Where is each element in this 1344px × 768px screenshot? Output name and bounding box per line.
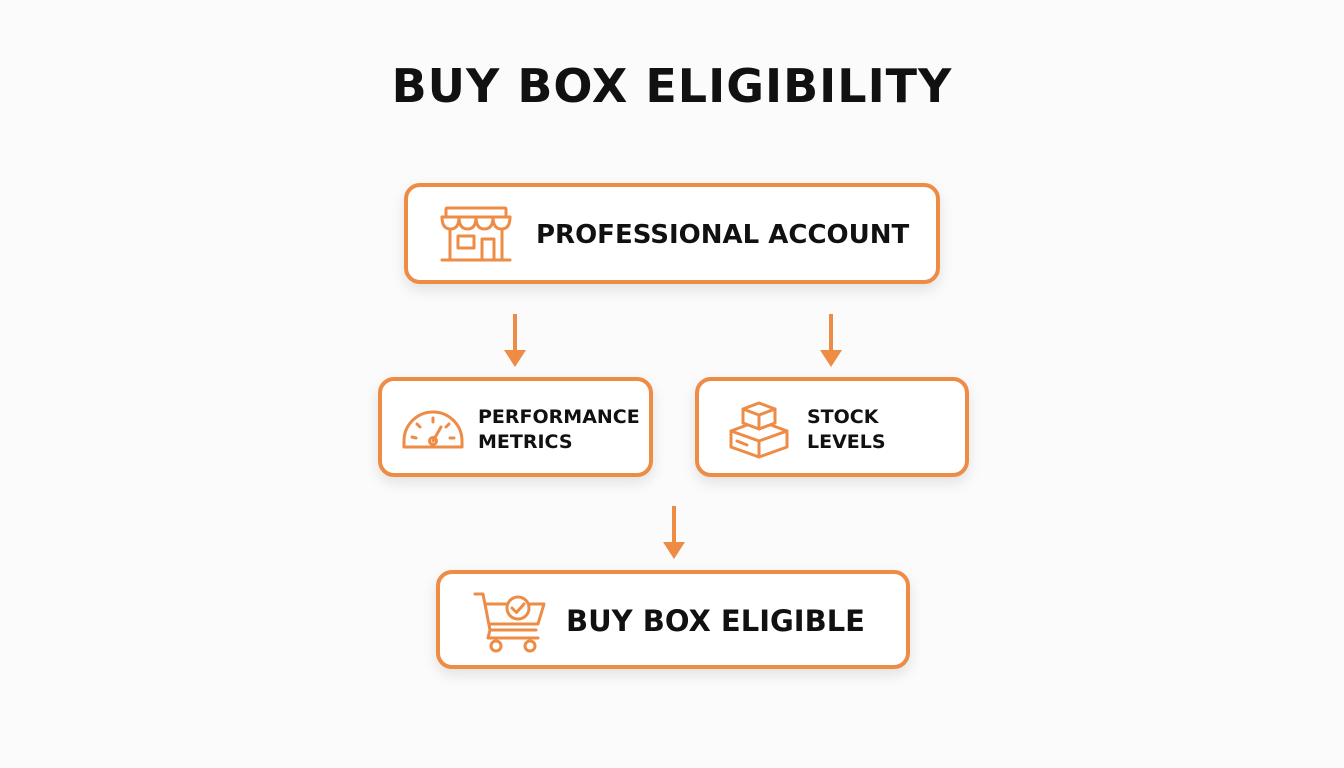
- diagram-title: BUY BOX ELIGIBILITY: [391, 59, 953, 113]
- node-label: STOCK LEVELS: [807, 406, 886, 453]
- node-stock-levels: STOCK LEVELS: [695, 377, 969, 477]
- node-label: BUY BOX ELIGIBLE: [566, 604, 865, 638]
- storefront-icon: [440, 206, 512, 262]
- arrow-performance-to-eligible: [663, 506, 685, 559]
- arrow-professional-to-stock: [820, 314, 842, 367]
- node-professional-account: PROFESSIONAL ACCOUNT: [404, 183, 940, 284]
- node-buy-box-eligible: BUY BOX ELIGIBLE: [436, 570, 910, 669]
- arrow-professional-to-performance: [504, 314, 526, 367]
- node-label: PROFESSIONAL ACCOUNT: [536, 220, 910, 250]
- gauge-icon: [402, 410, 464, 449]
- cart-check-icon: [473, 592, 546, 653]
- node-label: PERFORMANCE METRICS: [478, 406, 640, 453]
- node-performance-metrics: PERFORMANCE METRICS: [378, 377, 653, 477]
- stacked-boxes-icon: [729, 401, 789, 459]
